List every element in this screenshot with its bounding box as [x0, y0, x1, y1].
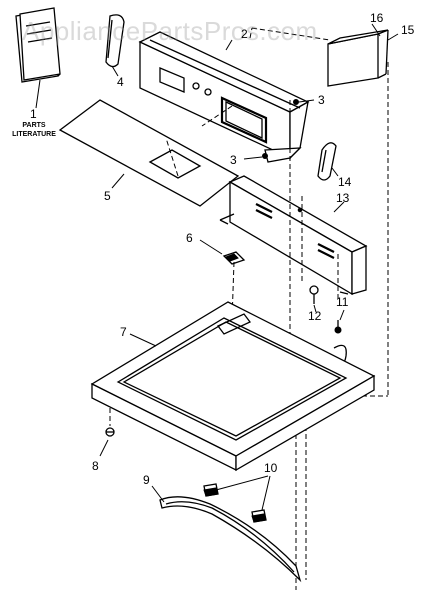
part-14-right-end-cap[interactable]: [317, 142, 337, 181]
callout-12: 12: [308, 309, 322, 323]
part-6-clip[interactable]: [222, 251, 246, 265]
part-12-screw[interactable]: [309, 285, 319, 304]
callout-15: 15: [401, 23, 415, 37]
callout-3-upper: 3: [318, 93, 325, 107]
part-10-clip-right[interactable]: [251, 509, 267, 523]
callout-8: 8: [92, 459, 99, 473]
callout-1: 1: [30, 107, 37, 121]
part-10-clip-left[interactable]: [203, 483, 219, 497]
part-1-parts-literature[interactable]: [15, 7, 61, 83]
callout-2: 2: [241, 27, 248, 41]
callout-4: 4: [117, 75, 124, 89]
callout-13: 13: [336, 191, 350, 205]
part-2-control-console[interactable]: [138, 31, 310, 163]
part-8-screw[interactable]: [105, 427, 115, 437]
callout-16: 16: [370, 11, 384, 25]
part-13-rear-panel[interactable]: [219, 175, 368, 296]
callout-5: 5: [104, 189, 111, 203]
callout-1-caption-line2: LITERATURE: [12, 131, 56, 138]
part-3-screw-upper[interactable]: [293, 99, 299, 105]
part-7-top-cover[interactable]: [90, 301, 376, 472]
part-15-end-cover[interactable]: [327, 29, 389, 87]
callout-11: 11: [336, 295, 349, 309]
part-11-screw[interactable]: [334, 320, 342, 334]
part-9-front-trim[interactable]: [159, 496, 302, 583]
part-3-screw-lower[interactable]: [262, 153, 268, 159]
part-4-left-end-cap[interactable]: [105, 14, 125, 68]
callout-10: 10: [264, 461, 278, 475]
callout-1-caption-line1: PARTS: [22, 122, 46, 129]
callout-7: 7: [120, 325, 127, 339]
callout-6: 6: [186, 231, 193, 245]
callout-9: 9: [143, 473, 150, 487]
callout-14: 14: [338, 175, 352, 189]
callout-3-lower: 3: [230, 153, 237, 167]
part-5-control-overlay[interactable]: [58, 99, 240, 207]
